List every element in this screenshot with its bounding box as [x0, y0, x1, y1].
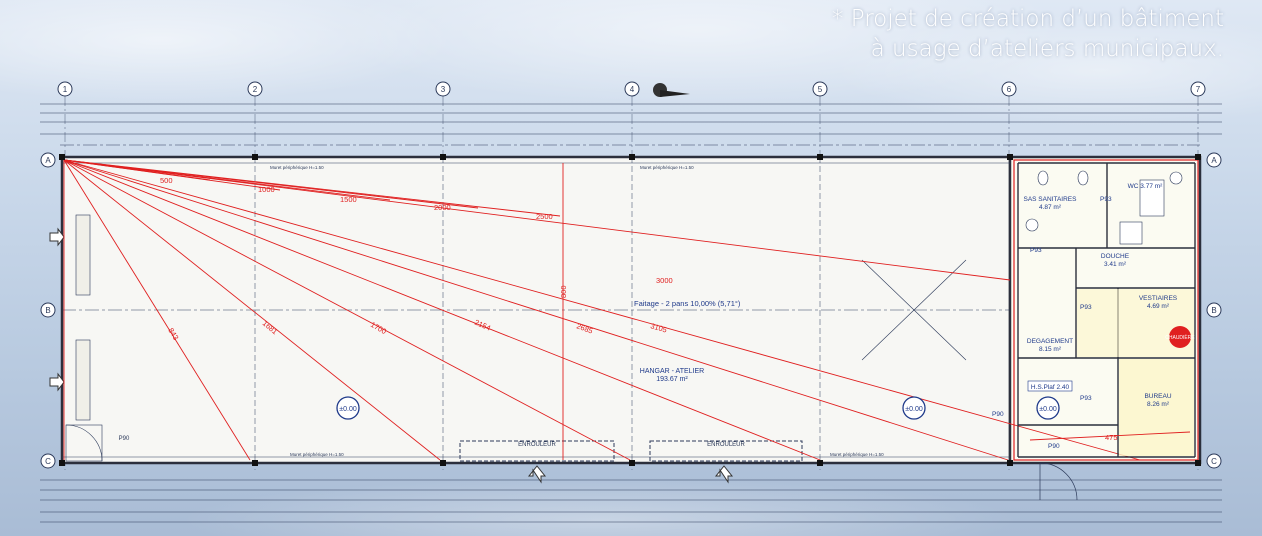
svg-text:7: 7	[1196, 85, 1201, 94]
grid-axes: 1 2 3 4 5 6 7	[57, 81, 1206, 97]
entry-arrow-icons	[49, 227, 734, 484]
annex-entry-door	[1039, 462, 1078, 501]
radial-dimensions	[63, 159, 1141, 461]
room-bureau-name: BUREAU	[1144, 393, 1171, 400]
svg-text:±0.00: ±0.00	[1039, 406, 1057, 413]
svg-text:Muret périphérique H=1.50: Muret périphérique H=1.50	[830, 452, 884, 457]
svg-text:B: B	[1211, 306, 1216, 315]
svg-text:3: 3	[441, 85, 446, 94]
svg-text:Muret périphérique H=1.50: Muret périphérique H=1.50	[290, 452, 344, 457]
axis-3: 3	[435, 81, 451, 97]
axis-5: 5	[812, 81, 828, 97]
axis-1: 1	[57, 81, 73, 97]
svg-text:475: 475	[1105, 433, 1118, 442]
room-sas-area: 4.87 m²	[1039, 204, 1062, 211]
dim-1500: 1500	[340, 195, 357, 204]
svg-text:P90: P90	[119, 436, 130, 442]
room-bureau-area: 8.26 m²	[1147, 401, 1170, 408]
svg-text:4: 4	[630, 85, 635, 94]
svg-text:P90: P90	[992, 411, 1004, 418]
room-wc: WC 3.77 m²	[1128, 183, 1164, 190]
axis-4: 4	[624, 81, 640, 97]
svg-text:A: A	[45, 156, 51, 165]
dim-2500: 2500	[536, 212, 553, 221]
svg-text:P93: P93	[1100, 196, 1112, 203]
svg-text:P93: P93	[1030, 247, 1042, 254]
left-racks	[75, 214, 91, 421]
svg-text:P93: P93	[1080, 395, 1092, 402]
enrouleur-label-2: ENROULEUR	[707, 442, 745, 448]
hangar-area: 193.67 m²	[656, 376, 688, 383]
skylight-cross	[861, 259, 967, 361]
svg-text:C: C	[1211, 457, 1217, 466]
svg-text:A: A	[1211, 156, 1217, 165]
svg-text:2: 2	[253, 85, 258, 94]
hangar-name: HANGAR - ATELIER	[640, 368, 704, 375]
svg-text:6: 6	[1007, 85, 1012, 94]
title-line-2: à usage d’ateliers municipaux.	[870, 36, 1224, 62]
svg-text:1: 1	[63, 85, 68, 94]
project-title: * Projet de création d’un bâtiment à usa…	[832, 4, 1224, 64]
axis-7: 7	[1190, 81, 1206, 97]
rolling-doors: ENROULEUR ENROULEUR	[459, 440, 803, 462]
dim-1000: 1000	[258, 185, 275, 194]
annex-walls	[1017, 162, 1196, 458]
room-vestiaires-area: 4.69 m²	[1147, 303, 1170, 310]
side-axes: A B C A B C	[40, 152, 1222, 469]
enrouleur-label-1: ENROULEUR	[518, 442, 556, 448]
dim-800: 800	[559, 285, 568, 298]
level-markers: ±0.00 ±0.00 ±0.00	[336, 396, 1060, 420]
room-degagement-name: DEGAGEMENT	[1027, 338, 1073, 345]
room-douche-name: DOUCHE	[1101, 253, 1130, 260]
annex-rack-label: H.S.Plaf 2.40	[1027, 380, 1073, 392]
title-line-1: * Projet de création d’un bâtiment	[831, 6, 1224, 32]
svg-text:Muret périphérique H=1.50: Muret périphérique H=1.50	[640, 165, 694, 170]
axis-6: 6	[1001, 81, 1017, 97]
svg-text:CHAUDIÈRE: CHAUDIÈRE	[1165, 334, 1195, 341]
room-vestiaires-name: VESTIAIRES	[1139, 295, 1178, 302]
svg-text:5: 5	[818, 85, 823, 94]
svg-text:C: C	[45, 457, 51, 466]
sanitary-fixtures	[1025, 170, 1183, 245]
svg-text:B: B	[45, 306, 50, 315]
annex-dim-475: 475	[1029, 431, 1191, 442]
faitage-label: Faitage - 2 pans 10,00% (5,71°)	[634, 299, 741, 308]
hangar-labels: Faitage - 2 pans 10,00% (5,71°) HANGAR -…	[634, 299, 741, 383]
annex-red-outline	[1013, 159, 1199, 461]
svg-text:Muret périphérique H=1.50: Muret périphérique H=1.50	[270, 165, 324, 170]
bureau-fill	[1119, 359, 1194, 456]
svg-text:±0.00: ±0.00	[905, 406, 923, 413]
annex-door-tags: P93 P93 P93 P93 P90 P90	[992, 196, 1112, 450]
dim-500: 500	[160, 176, 173, 185]
svg-text:P93: P93	[1080, 304, 1092, 311]
muret-labels: Muret périphérique H=1.50 Muret périphér…	[270, 165, 884, 457]
room-douche-area: 3.41 m²	[1104, 261, 1127, 268]
dim-3105: 3105	[649, 321, 668, 334]
structural-columns	[59, 154, 1201, 466]
door-p90-left: P90	[65, 424, 130, 462]
dim-3000: 3000	[656, 276, 673, 285]
svg-text:P90: P90	[1048, 443, 1060, 450]
svg-text:±0.00: ±0.00	[339, 406, 357, 413]
svg-text:H.S.Plaf 2.40: H.S.Plaf 2.40	[1031, 384, 1070, 391]
axis-2: 2	[247, 81, 263, 97]
top-dimension-lines	[40, 103, 1222, 523]
room-degagement-area: 8.15 m²	[1039, 346, 1062, 353]
dim-2000: 2000	[434, 203, 451, 212]
north-arrow-icon	[653, 83, 690, 97]
chaudiere: CHAUDIÈRE	[1165, 326, 1195, 348]
annex-room-labels: SAS SANITAIRES 4.87 m² WC 3.77 m² DOUCHE…	[1024, 183, 1178, 408]
room-sas-name: SAS SANITAIRES	[1024, 196, 1078, 203]
